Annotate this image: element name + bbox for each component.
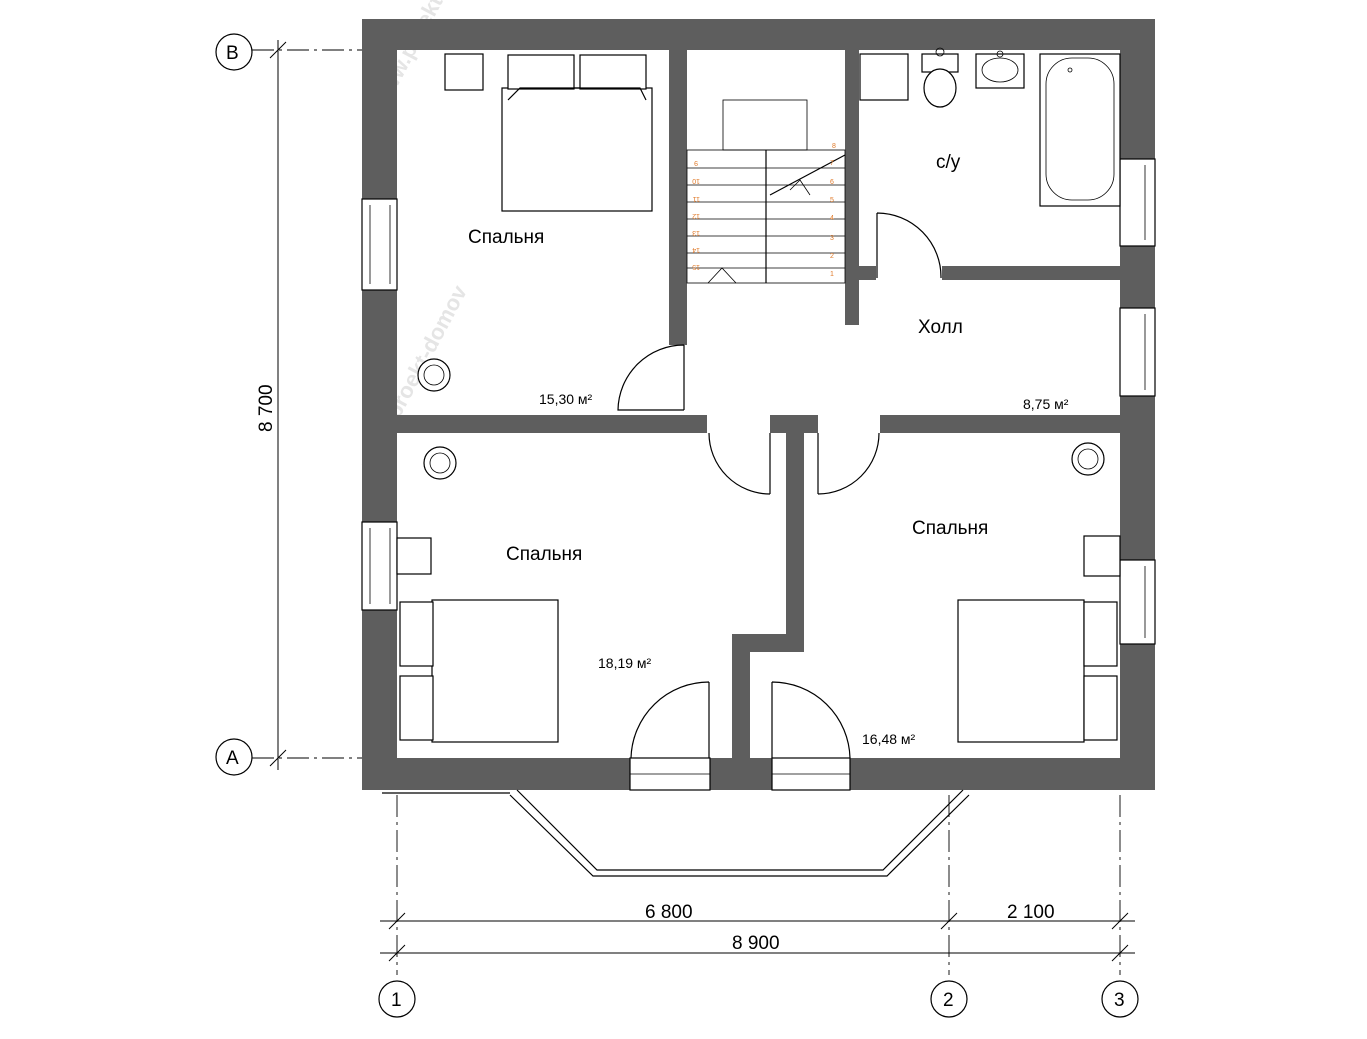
step-number: 15: [692, 263, 700, 270]
step-number: 14: [692, 246, 700, 253]
axis-marker-column: 3: [1101, 980, 1139, 1018]
room-labels: Спальня 15,30 м² с/у Холл 8,75 м² Спальн…: [468, 152, 1069, 747]
dimension-total-width: 8 900: [732, 933, 780, 954]
room-area-hall: 8,75 м²: [1023, 396, 1069, 412]
plant-icon: [1071, 442, 1105, 476]
svg-text:1: 1: [391, 990, 402, 1011]
dimension-span-2-3: 2 100: [1007, 902, 1055, 923]
bathtub-icon: [1039, 53, 1121, 207]
axis-marker-row: А: [215, 738, 253, 776]
cabinet-icon: [859, 53, 909, 101]
svg-text:В: В: [226, 43, 239, 64]
doors: [617, 212, 942, 759]
room-name-bedroom-top-left: Спальня: [468, 227, 544, 248]
double-bed-icon: [957, 599, 1118, 743]
step-number: 6: [830, 179, 834, 186]
axis-marker-row: В: [215, 33, 253, 71]
room-name-hall: Холл: [918, 317, 963, 338]
windows: [361, 158, 1156, 791]
svg-text:А: А: [226, 748, 239, 769]
axis-marker-column: 2: [930, 980, 968, 1018]
balcony: [382, 789, 970, 877]
room-area-bedroom-top-left: 15,30 м²: [539, 391, 593, 407]
nightstand-icon: [396, 537, 432, 575]
step-number: 1: [830, 271, 834, 278]
step-number: 12: [692, 212, 700, 219]
step-number: 11: [693, 195, 700, 202]
room-name-bedroom-bottom-left: Спальня: [506, 544, 582, 565]
nightstand-icon: [444, 53, 484, 91]
svg-text:3: 3: [1114, 990, 1125, 1011]
room-name-bathroom: с/у: [936, 152, 961, 173]
sink-icon: [975, 50, 1025, 89]
step-number: 5: [830, 197, 834, 204]
step-number: 7: [830, 160, 834, 167]
dimension-span-1-2: 6 800: [645, 902, 693, 923]
step-number: 4: [830, 215, 834, 222]
furniture: [396, 47, 1121, 743]
axis-markers: В А 1 2 3: [215, 33, 1139, 1018]
step-number: 13: [692, 229, 700, 236]
grid-axes: [252, 49, 1121, 975]
dimension-lines: 8 700 6 800 2 100 8 900: [256, 40, 1135, 962]
step-number: 2: [830, 253, 834, 260]
plant-icon: [423, 446, 457, 480]
step-number: 10: [692, 177, 700, 184]
nightstand-icon: [1083, 535, 1121, 577]
axis-marker-column: 1: [378, 980, 416, 1018]
step-number: 3: [830, 235, 834, 242]
plant-icon: [417, 358, 451, 392]
interior-walls: [397, 50, 1120, 760]
step-number: 9: [694, 159, 698, 166]
exterior-walls: [362, 19, 1155, 790]
step-number: 8: [832, 143, 836, 150]
svg-text:2: 2: [943, 990, 954, 1011]
room-area-bedroom-bottom-right: 16,48 м²: [862, 731, 916, 747]
double-bed-icon: [501, 54, 653, 212]
dimension-vertical-total: 8 700: [256, 384, 277, 432]
staircase: 8 7 6 5 4 3 2 1 9 10 11 12 13 14 15: [686, 99, 846, 284]
toilet-icon: [921, 47, 959, 108]
double-bed-icon: [399, 599, 559, 743]
room-area-bedroom-bottom-left: 18,19 м²: [598, 655, 652, 671]
room-name-bedroom-bottom-right: Спальня: [912, 518, 988, 539]
